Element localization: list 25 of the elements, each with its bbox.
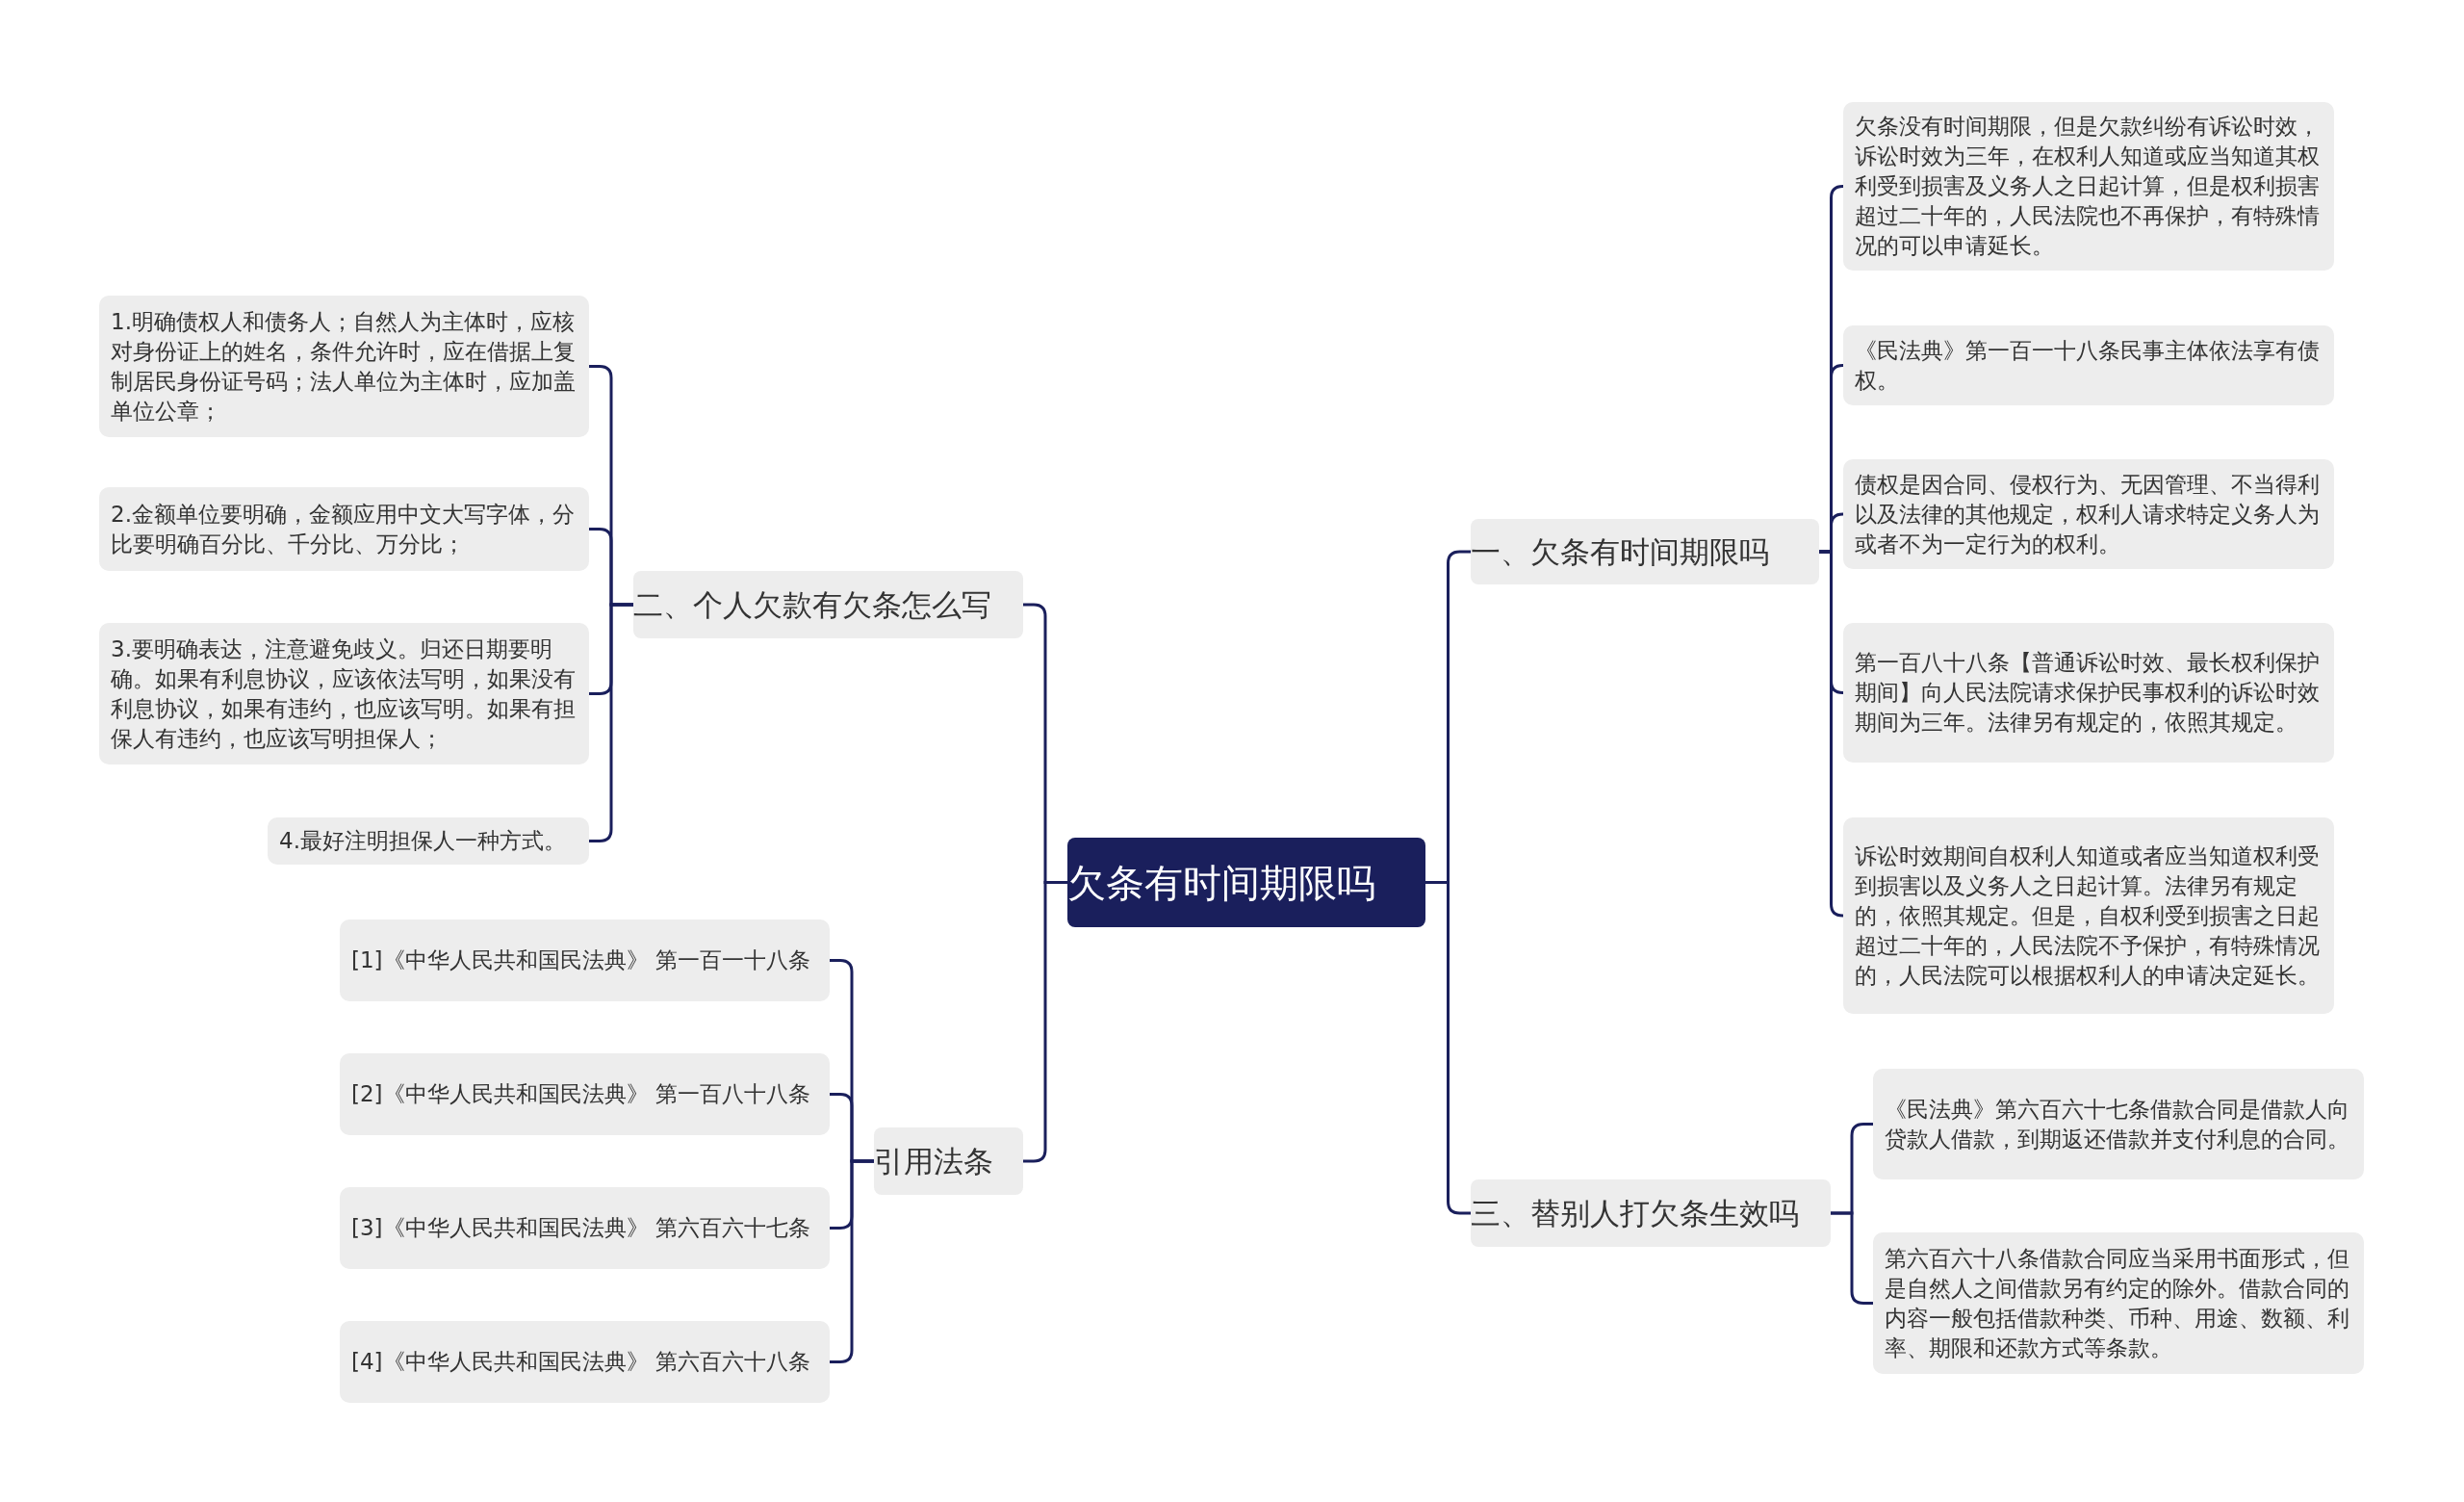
leaf-topic: [3]《中华人民共和国民法典》 第六百六十七条 [340,1187,830,1269]
connector-line [1831,1211,1873,1305]
connector-line [589,603,633,842]
leaf-topic: 《民法典》第六百六十七条借款合同是借款人向贷款人借款，到期返还借款并支付利息的合同。 [1873,1069,2364,1179]
leaf-topic: 1.明确债权人和债务人；自然人为主体时，应核对身份证上的姓名，条件允许时，应在借据上复制居民身份证号码；法人单位为主体时，应加盖单位公章； [99,296,589,437]
root-topic: 欠条有时间期限吗 [1067,838,1425,927]
leaf-topic: 《民法典》第一百一十八条民事主体依法享有债权。 [1843,325,2334,405]
leaf-topic: 债权是因合同、侵权行为、无因管理、不当得利以及法律的其他规定，权利人请求特定义务人为或者不为一定行为的权利。 [1843,459,2334,569]
leaf-topic: 3.要明确表达，注意避免歧义。归还日期要明确。如果有利息协议，应该依法写明，如果没有利息协议，如果有违约，也应该写明。如果有担保人有违约，也应该写明担保人； [99,623,589,764]
branch-topic: 三、替别人打欠条生效吗 [1471,1179,1831,1247]
leaf-topic: 4.最好注明担保人一种方式。 [268,817,589,865]
leaf-topic: 第六百六十八条借款合同应当采用书面形式，但是自然人之间借款另有约定的除外。借款合同的内容一般包括借款种类、币种、用途、数额、利率、期限和还款方式等条款。 [1873,1232,2364,1374]
leaf-topic: 欠条没有时间期限，但是欠款纠纷有诉讼时效，诉讼时效为三年，在权利人知道或应当知道其权利受到损害及义务人之日起计算，但是权利损害超过二十年的，人民法院也不再保护，有特殊情况的可以申请延长。 [1843,102,2334,271]
branch-topic: 二、个人欠款有欠条怎么写 [633,571,1023,638]
leaf-topic: 诉讼时效期间自权利人知道或者应当知道权利受到损害以及义务人之日起计算。法律另有规定的，依照其规定。但是，自权利受到损害之日起超过二十年的，人民法院不予保护，有特殊情况的，人民法院可以根据权利人的申请决定延长。 [1843,817,2334,1014]
leaf-topic: 2.金额单位要明确，金额应用中文大写字体，分比要明确百分比、千分比、万分比； [99,487,589,571]
connector-line [1425,881,1471,1215]
leaf-topic: [1]《中华人民共和国民法典》 第一百一十八条 [340,919,830,1001]
leaf-topic: [2]《中华人民共和国民法典》 第一百八十八条 [340,1053,830,1135]
branch-topic: 引用法条 [874,1127,1023,1195]
branch-topic: 一、欠条有时间期限吗 [1471,519,1819,584]
connector-line [1819,550,1844,918]
leaf-topic: 第一百八十八条【普通诉讼时效、最长权利保护期间】向人民法院请求保护民事权利的诉讼时效期间为三年。法律另有规定的，依照其规定。 [1843,623,2334,763]
connector-line [830,1159,874,1363]
leaf-topic: [4]《中华人民共和国民法典》 第六百六十八条 [340,1321,830,1403]
